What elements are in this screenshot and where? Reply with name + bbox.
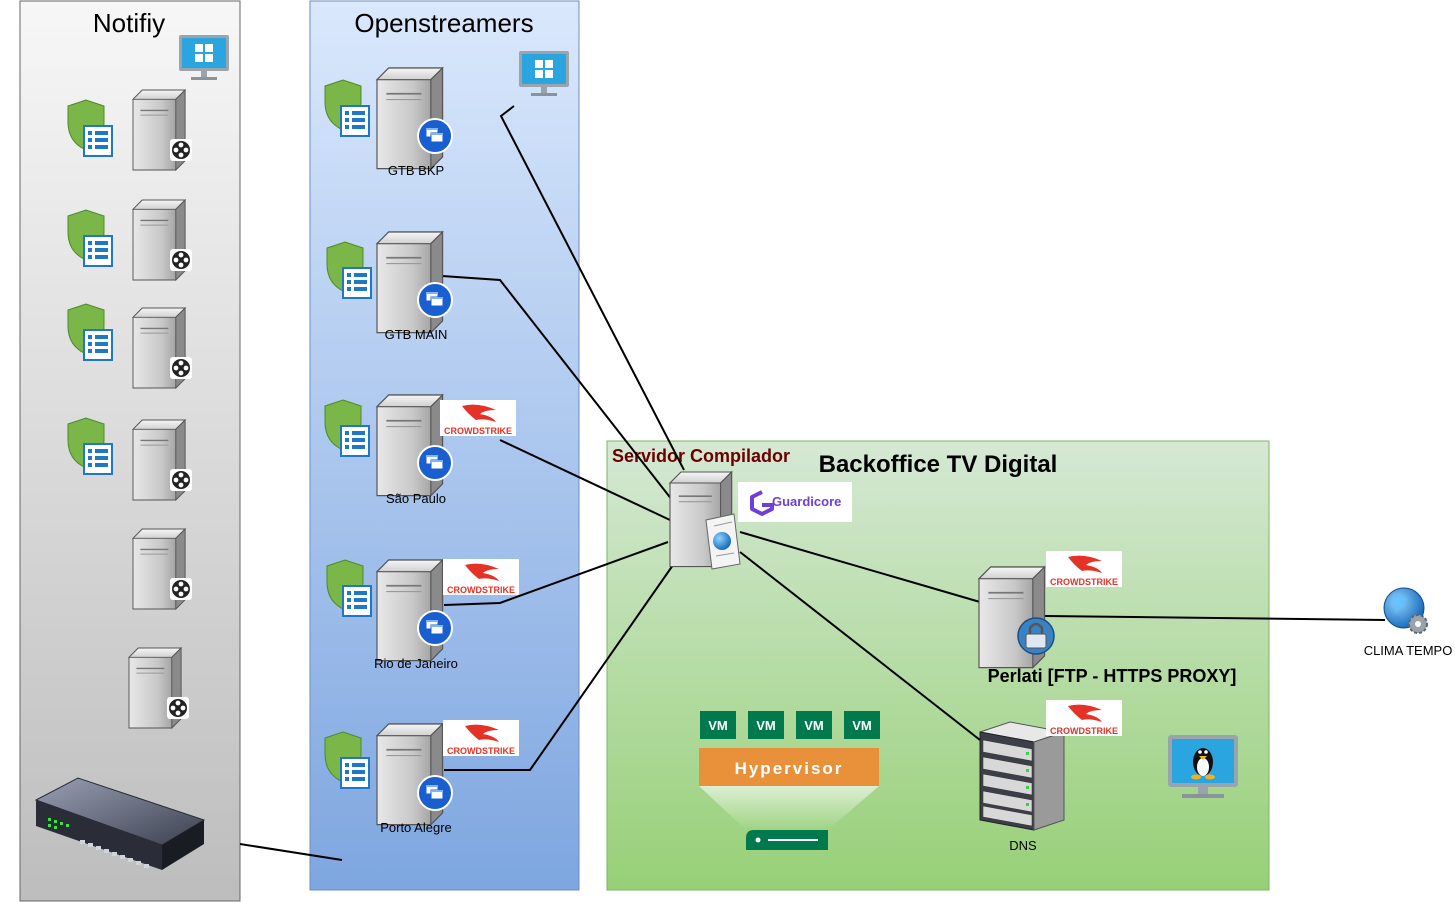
crowdstrike-badge-porto-alegre: CROWDSTRIKE [443,720,519,756]
server-sao-paulo[interactable]: CROWDSTRIKE São Paulo [324,394,516,506]
server-gtb-main[interactable]: GTB MAIN [326,231,453,342]
server-rack-icon [979,721,1065,831]
web-document-icon [705,513,741,570]
link-gtb-main-compilador [441,275,677,506]
rio-label: Rio de Janeiro [374,656,458,671]
vm-box: VM [796,711,832,739]
crowdstrike-badge-perlati: CROWDSTRIKE [1046,551,1122,587]
svg-text:CROWDSTRIKE: CROWDSTRIKE [1050,577,1118,587]
crowdstrike-badge-rio: CROWDSTRIKE [443,559,519,595]
hypervisor-bar [699,748,879,786]
hypervisor-label: Hypervisor [735,759,844,778]
server-gtb-bkp[interactable]: GTB BKP [324,67,453,178]
clima-tempo-service[interactable]: CLIMA TEMPO [1364,587,1453,658]
clima-tempo-label: CLIMA TEMPO [1364,643,1453,658]
vm-box: VM [700,711,736,739]
link-porto-compilador [444,554,681,771]
linux-monitor[interactable] [1168,735,1238,798]
network-switch-icon[interactable] [34,777,206,870]
vm-row: VM VM VM VM [700,711,880,739]
notifiy-title: Notifiy [93,8,165,38]
crowdstrike-badge-dns: CROWDSTRIKE [1046,700,1122,736]
hardware-host-icon [746,830,828,850]
dns-label: DNS [1009,838,1037,853]
guardicore-badge: Guardicore [738,482,852,522]
vm-box: VM [748,711,784,739]
crowdstrike-badge-sao-paulo: CROWDSTRIKE [440,400,516,436]
vm-label: VM [804,718,824,733]
vm-label: VM [756,718,776,733]
openstreamers-title: Openstreamers [354,8,533,38]
servidor-compilador-title: Servidor Compilador [612,446,790,466]
link-saopaulo-compilador [499,439,671,521]
link-rio-compilador [443,541,669,606]
vm-box: VM [844,711,880,739]
globe-gear-icon [1383,587,1428,634]
notifiy-server-6[interactable] [128,647,189,729]
svg-text:CROWDSTRIKE: CROWDSTRIKE [447,746,515,756]
hypervisor-block: VM VM VM VM Hypervisor [699,711,880,850]
notifiy-server-5[interactable] [132,528,192,610]
notifiy-group [19,0,241,902]
perlati-label: Perlati [FTP - HTTPS PROXY] [988,666,1237,686]
svg-text:CROWDSTRIKE: CROWDSTRIKE [444,426,512,436]
link-compilador-perlati [739,531,981,603]
gtb-main-label: GTB MAIN [385,327,448,342]
server-compilador[interactable] [669,471,741,570]
porto-alegre-label: Porto Alegre [380,820,452,835]
gtb-bkp-label: GTB BKP [388,163,444,178]
vm-label: VM [708,718,728,733]
link-switch-openstreamers [239,843,343,861]
sao-paulo-label: São Paulo [386,491,446,506]
backoffice-title: Backoffice TV Digital [819,451,1058,478]
server-rio-de-janeiro[interactable]: CROWDSTRIKE Rio de Janeiro [326,559,519,671]
svg-text:CROWDSTRIKE: CROWDSTRIKE [1050,726,1118,736]
vm-label: VM [852,718,872,733]
server-porto-alegre[interactable]: CROWDSTRIKE Porto Alegre [324,720,519,835]
link-windows-compilador [499,105,685,471]
lock-icon [1017,617,1055,655]
svg-text:Guardicore: Guardicore [772,494,841,509]
link-perlati-clima [1044,615,1386,621]
svg-text:CROWDSTRIKE: CROWDSTRIKE [447,585,515,595]
link-compilador-dns [739,551,981,741]
tux-icon [1191,748,1215,780]
server-dns[interactable]: CROWDSTRIKE DNS [979,700,1122,853]
server-perlati[interactable]: CROWDSTRIKE Perlati [FTP - HTTPS PROXY] [978,551,1237,686]
